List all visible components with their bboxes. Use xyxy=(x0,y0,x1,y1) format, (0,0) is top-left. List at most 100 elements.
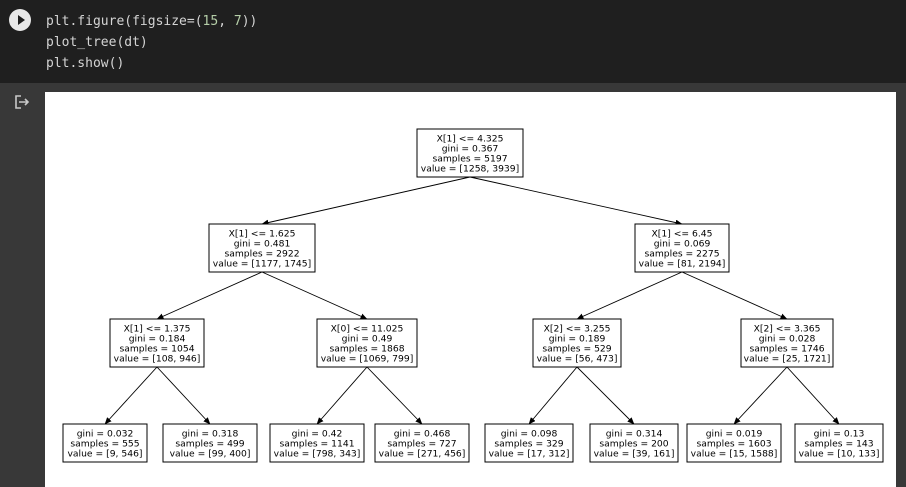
node-text-line: gini = 0.019 xyxy=(706,428,763,439)
node-text-line: value = [39, 161] xyxy=(594,448,675,459)
tree-edge xyxy=(156,366,211,425)
node-text-line: value = [9, 546] xyxy=(67,448,142,459)
run-cell-button[interactable] xyxy=(9,9,31,31)
node-text-line: value = [1069, 799] xyxy=(321,353,414,364)
node-text-line: gini = 0.13 xyxy=(814,428,865,439)
node-text-line: gini = 0.314 xyxy=(606,428,663,439)
tree-edge xyxy=(576,366,635,425)
tree-edge xyxy=(576,271,683,320)
node-box xyxy=(208,223,316,273)
code-token: , xyxy=(218,14,234,29)
node-box xyxy=(484,423,574,463)
node-box xyxy=(686,423,782,463)
node-text-line: samples = 1141 xyxy=(279,438,354,449)
node-text-line: value = [1258, 3939] xyxy=(421,163,519,174)
node-text-line: value = [108, 946] xyxy=(114,353,201,364)
node-text-line: value = [25, 1721] xyxy=(744,353,831,364)
tree-edge xyxy=(733,366,788,425)
node-text-line: X[0] <= 11.025 xyxy=(331,323,404,334)
node-text-line: X[1] <= 4.325 xyxy=(437,133,504,144)
node-text-line: value = [81, 2194] xyxy=(639,258,726,269)
node-text-line: samples = 143 xyxy=(804,438,873,449)
node-text-line: value = [1177, 1745] xyxy=(213,258,311,269)
node-text-line: X[1] <= 1.375 xyxy=(124,323,191,334)
node-text-line: samples = 1603 xyxy=(696,438,771,449)
node-text-line: gini = 0.367 xyxy=(442,143,499,154)
node-text-line: samples = 499 xyxy=(175,438,244,449)
node-text-line: gini = 0.189 xyxy=(549,333,606,344)
code-editor[interactable]: plt.figure(figsize=(15, 7)) plot_tree(dt)… xyxy=(46,11,257,74)
tree-edge xyxy=(366,366,423,425)
node-text-line: value = [56, 473] xyxy=(537,353,618,364)
tree-edge xyxy=(528,366,578,425)
node-text-line: value = [271, 456] xyxy=(379,448,466,459)
code-token: plt.show() xyxy=(46,56,125,71)
node-text-line: value = [798, 343] xyxy=(274,448,361,459)
node-box xyxy=(416,128,524,178)
tree-edge xyxy=(469,176,683,226)
tree-edge xyxy=(786,366,840,425)
code-token: plt.figure(figsize=( xyxy=(46,14,203,29)
node-text-line: value = [17, 312] xyxy=(489,448,570,459)
tree-edge xyxy=(261,176,471,226)
node-text-line: samples = 2922 xyxy=(224,248,299,259)
node-box xyxy=(162,423,258,463)
node-text-line: gini = 0.481 xyxy=(234,238,291,249)
node-text-line: value = [99, 400] xyxy=(170,448,251,459)
code-token: plot_tree(dt) xyxy=(46,35,148,50)
node-box xyxy=(794,423,884,463)
output-redirect-icon[interactable] xyxy=(14,95,30,109)
code-token: 15 xyxy=(202,14,219,29)
code-token: )) xyxy=(241,14,258,29)
node-text-line: gini = 0.49 xyxy=(342,333,393,344)
node-text-line: X[1] <= 6.45 xyxy=(651,228,712,239)
node-text-line: X[1] <= 1.625 xyxy=(229,228,296,239)
node-text-line: X[2] <= 3.365 xyxy=(754,323,821,334)
node-box xyxy=(740,318,834,368)
node-text-line: samples = 200 xyxy=(599,438,668,449)
node-box xyxy=(316,318,418,368)
node-text-line: gini = 0.318 xyxy=(182,428,239,439)
node-text-line: value = [15, 1588] xyxy=(691,448,778,459)
node-box xyxy=(634,223,730,273)
node-text-line: samples = 1054 xyxy=(119,343,194,354)
node-text-line: samples = 5197 xyxy=(432,153,507,164)
tree-edge xyxy=(261,271,368,320)
node-text-line: samples = 1746 xyxy=(749,343,824,354)
node-text-line: X[2] <= 3.255 xyxy=(544,323,611,334)
node-box xyxy=(269,423,365,463)
tree-edge xyxy=(316,366,368,425)
node-box xyxy=(374,423,470,463)
node-box xyxy=(589,423,679,463)
node-text-line: value = [10, 133] xyxy=(799,448,880,459)
code-line: plot_tree(dt) xyxy=(46,32,257,53)
node-text-line: samples = 1868 xyxy=(329,343,404,354)
node-text-line: samples = 555 xyxy=(70,438,139,449)
node-text-line: samples = 329 xyxy=(494,438,563,449)
node-box xyxy=(532,318,622,368)
code-cell[interactable]: plt.figure(figsize=(15, 7)) plot_tree(dt)… xyxy=(0,0,906,83)
node-text-line: samples = 727 xyxy=(387,438,456,449)
node-text-line: gini = 0.184 xyxy=(129,333,186,344)
node-text-line: gini = 0.069 xyxy=(654,238,711,249)
node-text-line: gini = 0.028 xyxy=(759,333,816,344)
tree-edge xyxy=(104,366,158,425)
code-line: plt.figure(figsize=(15, 7)) xyxy=(46,11,257,32)
node-text-line: gini = 0.468 xyxy=(394,428,451,439)
node-text-line: samples = 529 xyxy=(542,343,611,354)
node-text-line: samples = 2275 xyxy=(644,248,719,259)
tree-edge xyxy=(681,271,788,320)
